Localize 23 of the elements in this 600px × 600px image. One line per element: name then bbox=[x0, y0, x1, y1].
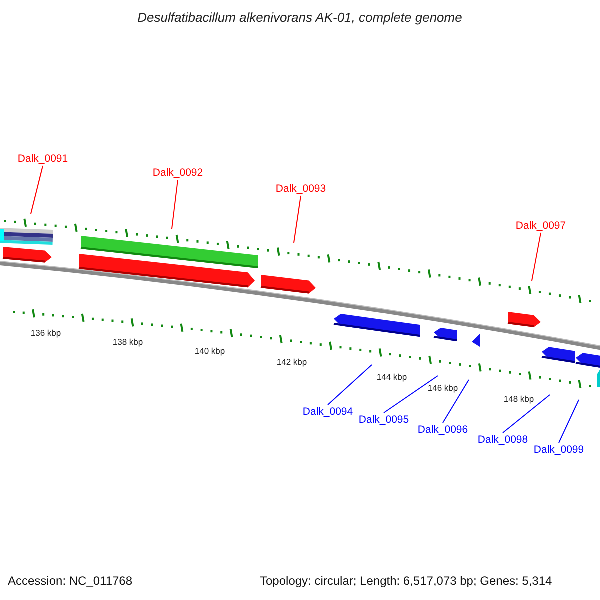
leader-line bbox=[502, 394, 550, 434]
scale-label: 146 kbp bbox=[428, 383, 458, 394]
scale-label: 148 kbp bbox=[504, 394, 534, 404]
leader-line bbox=[384, 376, 438, 414]
scale-label: 144 kbp bbox=[376, 372, 408, 382]
leader-line bbox=[328, 364, 372, 406]
scale-label: 138 kbp bbox=[112, 337, 144, 348]
footer-text: Accession: NC_011768 bbox=[8, 574, 133, 588]
gene-label: Dalk_0092 bbox=[146, 166, 210, 180]
title: Desulfatibacillum alkenivorans AK-01, complete genome bbox=[136, 10, 464, 25]
gene-label: Dalk_0093 bbox=[269, 182, 333, 196]
leader-line bbox=[172, 180, 178, 230]
footer-text: Topology: circular; Length: 6,517,073 bp; Genes: 5,314 bbox=[260, 574, 552, 588]
leader-line bbox=[30, 166, 44, 214]
gene-label: Dalk_0091 bbox=[11, 152, 75, 166]
leader-line bbox=[558, 400, 580, 444]
scale-label: 136 kbp bbox=[30, 328, 62, 338]
scale-label: 142 kbp bbox=[276, 357, 308, 368]
leader-line bbox=[532, 232, 542, 282]
scale-label: 140 kbp bbox=[194, 346, 226, 356]
leader-line bbox=[294, 196, 302, 244]
gene-label: Dalk_0097 bbox=[509, 219, 573, 233]
leader-line bbox=[442, 380, 470, 424]
